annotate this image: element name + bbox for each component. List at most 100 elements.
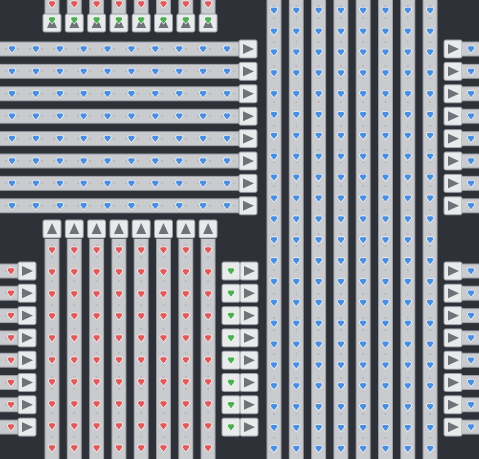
belt-dot [339, 101, 342, 103]
belt-item [175, 90, 184, 99]
arrow-icon [448, 355, 459, 366]
belt-dot [197, 48, 199, 50]
belt-item [292, 257, 301, 266]
belt-dot [137, 48, 139, 50]
belt-item [127, 179, 136, 188]
belt-item [223, 157, 231, 166]
belt-dot [140, 376, 143, 378]
belt-item [92, 378, 101, 387]
belt-dot [77, 115, 79, 118]
belt-item [181, 444, 190, 453]
belt-item [359, 361, 368, 370]
belt-item [467, 202, 475, 211]
belt-item [159, 378, 168, 387]
arrow-icon [180, 223, 191, 234]
belt-dot [339, 245, 342, 247]
belt-dot [95, 256, 98, 258]
belt-item [181, 422, 190, 431]
belt-item [359, 111, 368, 120]
belt-item [127, 90, 136, 99]
belt-item [137, 444, 146, 453]
belt-item [403, 48, 412, 57]
belt-item [204, 290, 213, 299]
belt-item [467, 45, 475, 54]
belt-item [8, 202, 16, 211]
belt-item [314, 90, 323, 99]
arrow-icon [69, 223, 80, 234]
belt-dot [273, 209, 275, 211]
belt-dot [184, 352, 187, 354]
belt-item [31, 67, 40, 76]
belt-dot [5, 314, 7, 317]
belt-dot [233, 137, 235, 140]
belt-dot [317, 77, 320, 79]
belt-item [151, 202, 160, 211]
belt-dot [29, 70, 31, 73]
belt-item [159, 312, 168, 321]
belt-dot [95, 328, 98, 330]
belt-item [127, 202, 136, 211]
belt-item [270, 424, 278, 433]
belt-dot [184, 388, 187, 390]
belt-item [137, 16, 146, 25]
belt-dot [273, 329, 275, 331]
belt-dot [65, 115, 67, 118]
belt-dot [384, 65, 387, 67]
belt-dot [17, 204, 19, 207]
belt-item [426, 215, 435, 224]
belt-item [381, 48, 390, 57]
belt-dot [140, 328, 143, 330]
belt-item [467, 356, 475, 365]
belt-item [314, 424, 323, 433]
belt-dot [339, 17, 342, 19]
belt-dot [273, 125, 275, 127]
belt-dot [317, 149, 320, 151]
left-horizontal-block [0, 39, 258, 216]
belt-item [114, 334, 123, 343]
belt-item [55, 135, 64, 144]
belt-item [270, 403, 278, 412]
arrow-icon [448, 422, 459, 433]
arrow-icon [158, 223, 169, 234]
belt-dot [65, 160, 67, 162]
belt-end-arrow-icon [239, 261, 259, 281]
belt-item [381, 132, 390, 141]
belt-item [270, 69, 278, 78]
belt-dot [113, 70, 115, 73]
belt-item [114, 356, 123, 365]
belt-item [48, 400, 56, 409]
belt-item [151, 157, 160, 166]
belt-dot [384, 269, 387, 271]
belt-item [70, 312, 79, 321]
arrow-icon [243, 66, 254, 77]
belt-item [314, 132, 323, 141]
belt-dot [429, 125, 432, 127]
belt-item [467, 157, 475, 166]
belt-item [204, 16, 213, 25]
belt-item [314, 299, 323, 308]
belt-dot [65, 48, 67, 50]
belt-item [359, 299, 368, 308]
arrow-icon [243, 88, 254, 99]
belt-item [292, 69, 301, 78]
belt-dot [429, 65, 432, 67]
belt-dot [317, 413, 320, 415]
belt-item [426, 403, 435, 412]
belt-item [48, 0, 56, 9]
belt-item [270, 445, 278, 454]
belt-dot [362, 185, 365, 187]
belt-end-arrow-icon [238, 196, 258, 216]
belt-item [31, 135, 40, 144]
belt-item [79, 157, 88, 166]
belt-item [175, 67, 184, 76]
belt-item [467, 67, 475, 76]
belt-item [381, 69, 390, 78]
belt-item [426, 48, 435, 57]
belt-dot [197, 137, 199, 140]
belt-item [227, 378, 235, 387]
belt-item [199, 157, 208, 166]
belt-item [204, 312, 213, 321]
belt-dot [184, 412, 187, 414]
belt-dot [273, 353, 275, 355]
belt-dot [273, 269, 275, 271]
